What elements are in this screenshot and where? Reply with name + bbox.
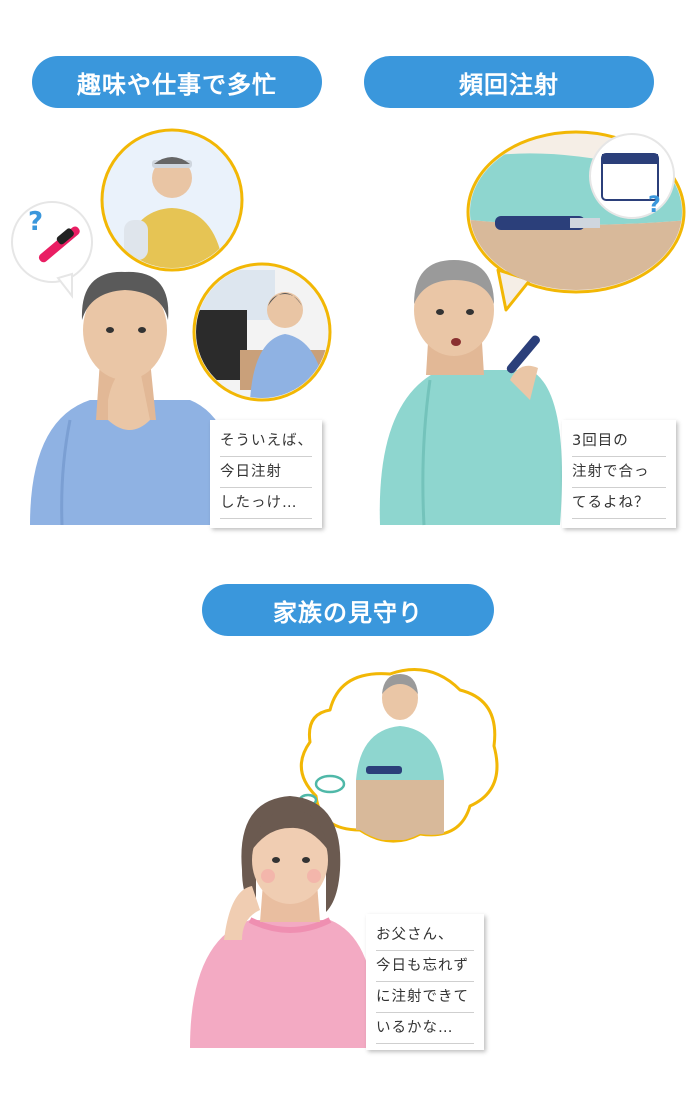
speech-note-frequent: 3回目の 注射で合っ てるよね？	[562, 420, 676, 528]
note-line: 3回目の	[572, 426, 666, 457]
illustration-family-watch	[180, 650, 520, 1060]
pen-question-icon: ?	[11, 201, 93, 299]
note-line: お父さん、	[376, 920, 474, 951]
thinking-man	[30, 271, 240, 526]
injection-thought-bubble	[466, 130, 686, 312]
illustration-busy-man: ?	[0, 120, 340, 530]
note-line: てるよね？	[572, 488, 666, 519]
thought-cloud	[298, 668, 499, 843]
illustration-injecting-man: ?	[370, 120, 686, 530]
woman-thinking	[190, 796, 377, 1048]
note-line: いるかな…	[376, 1013, 474, 1044]
section-title-frequent-text: 頻回注射	[459, 70, 559, 99]
note-line: したっけ…	[220, 488, 312, 519]
section-title-hobby-text: 趣味や仕事で多忙	[77, 70, 277, 99]
note-line: そういえば、	[220, 426, 312, 457]
calendar-icon: ?	[589, 133, 675, 219]
elderly-man-with-pen	[379, 260, 562, 526]
note-line: 注射で合っ	[572, 457, 666, 488]
jogging-man-circle	[100, 128, 244, 272]
note-line: に注射できて	[376, 982, 474, 1013]
note-line: 今日も忘れず	[376, 951, 474, 982]
svg-text:?: ?	[28, 207, 43, 237]
section-title-frequent: 頻回注射	[364, 56, 654, 108]
section-title-hobby: 趣味や仕事で多忙	[32, 56, 322, 108]
office-man-circle	[192, 262, 332, 402]
section-title-family: 家族の見守り	[202, 584, 494, 636]
note-line: 今日注射	[220, 457, 312, 488]
svg-text:?: ?	[648, 193, 661, 218]
speech-note-family: お父さん、 今日も忘れず に注射できて いるかな…	[366, 914, 484, 1050]
speech-note-hobby: そういえば、 今日注射 したっけ…	[210, 420, 322, 528]
section-title-family-text: 家族の見守り	[273, 598, 423, 627]
